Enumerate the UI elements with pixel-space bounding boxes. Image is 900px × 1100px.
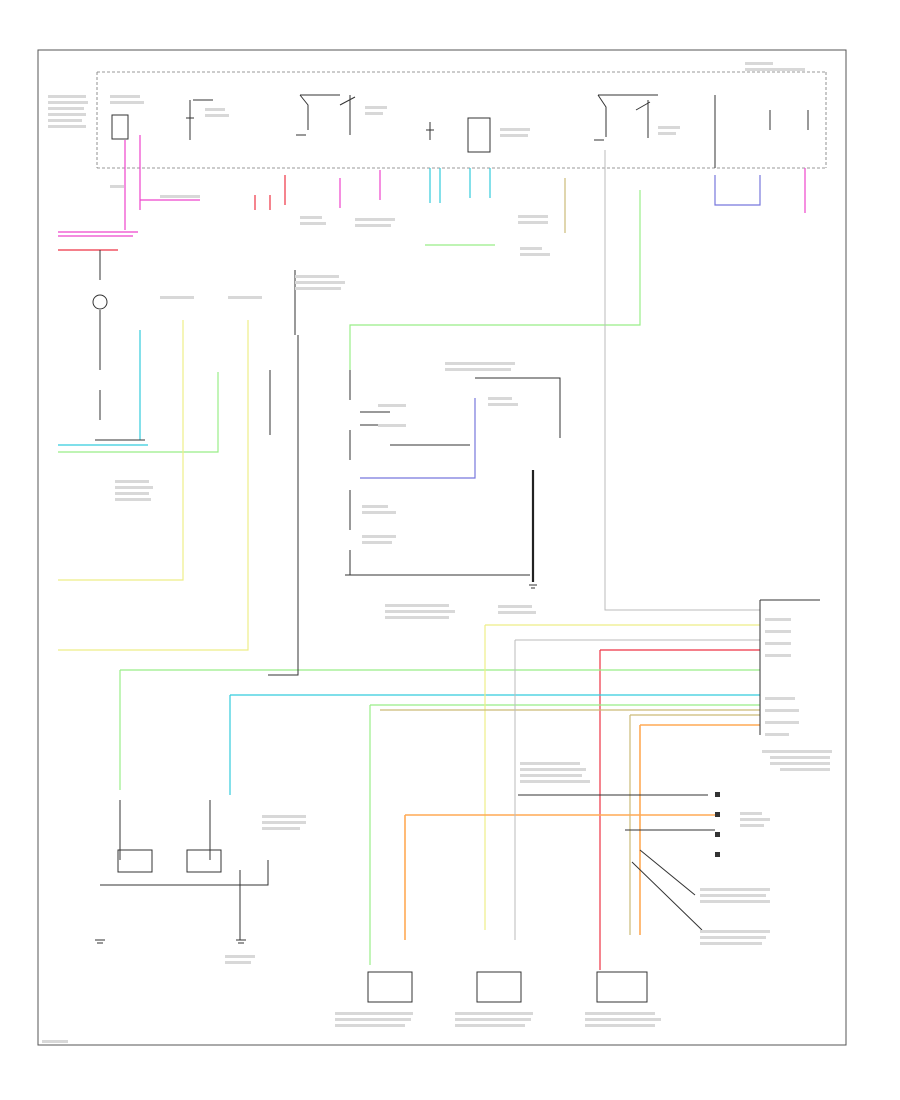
wires-red	[58, 175, 760, 970]
wires-cyan	[58, 168, 760, 795]
fuse-panel-outline	[96, 71, 827, 169]
bottom-sensors	[117, 849, 648, 1003]
fuse-panel-internals	[111, 94, 809, 168]
diagram-frame	[37, 49, 847, 1046]
label-placeholders	[42, 62, 832, 1043]
wires-blue	[360, 175, 761, 479]
ground-symbols	[92, 294, 537, 944]
wires-gray	[514, 150, 760, 940]
wires-green	[58, 190, 760, 965]
wires-black	[95, 250, 820, 940]
wires-yellow	[58, 320, 760, 930]
wires-pink	[58, 135, 806, 237]
wires-tan	[380, 178, 760, 935]
wires-orange	[404, 724, 760, 940]
module-pins	[715, 792, 720, 857]
